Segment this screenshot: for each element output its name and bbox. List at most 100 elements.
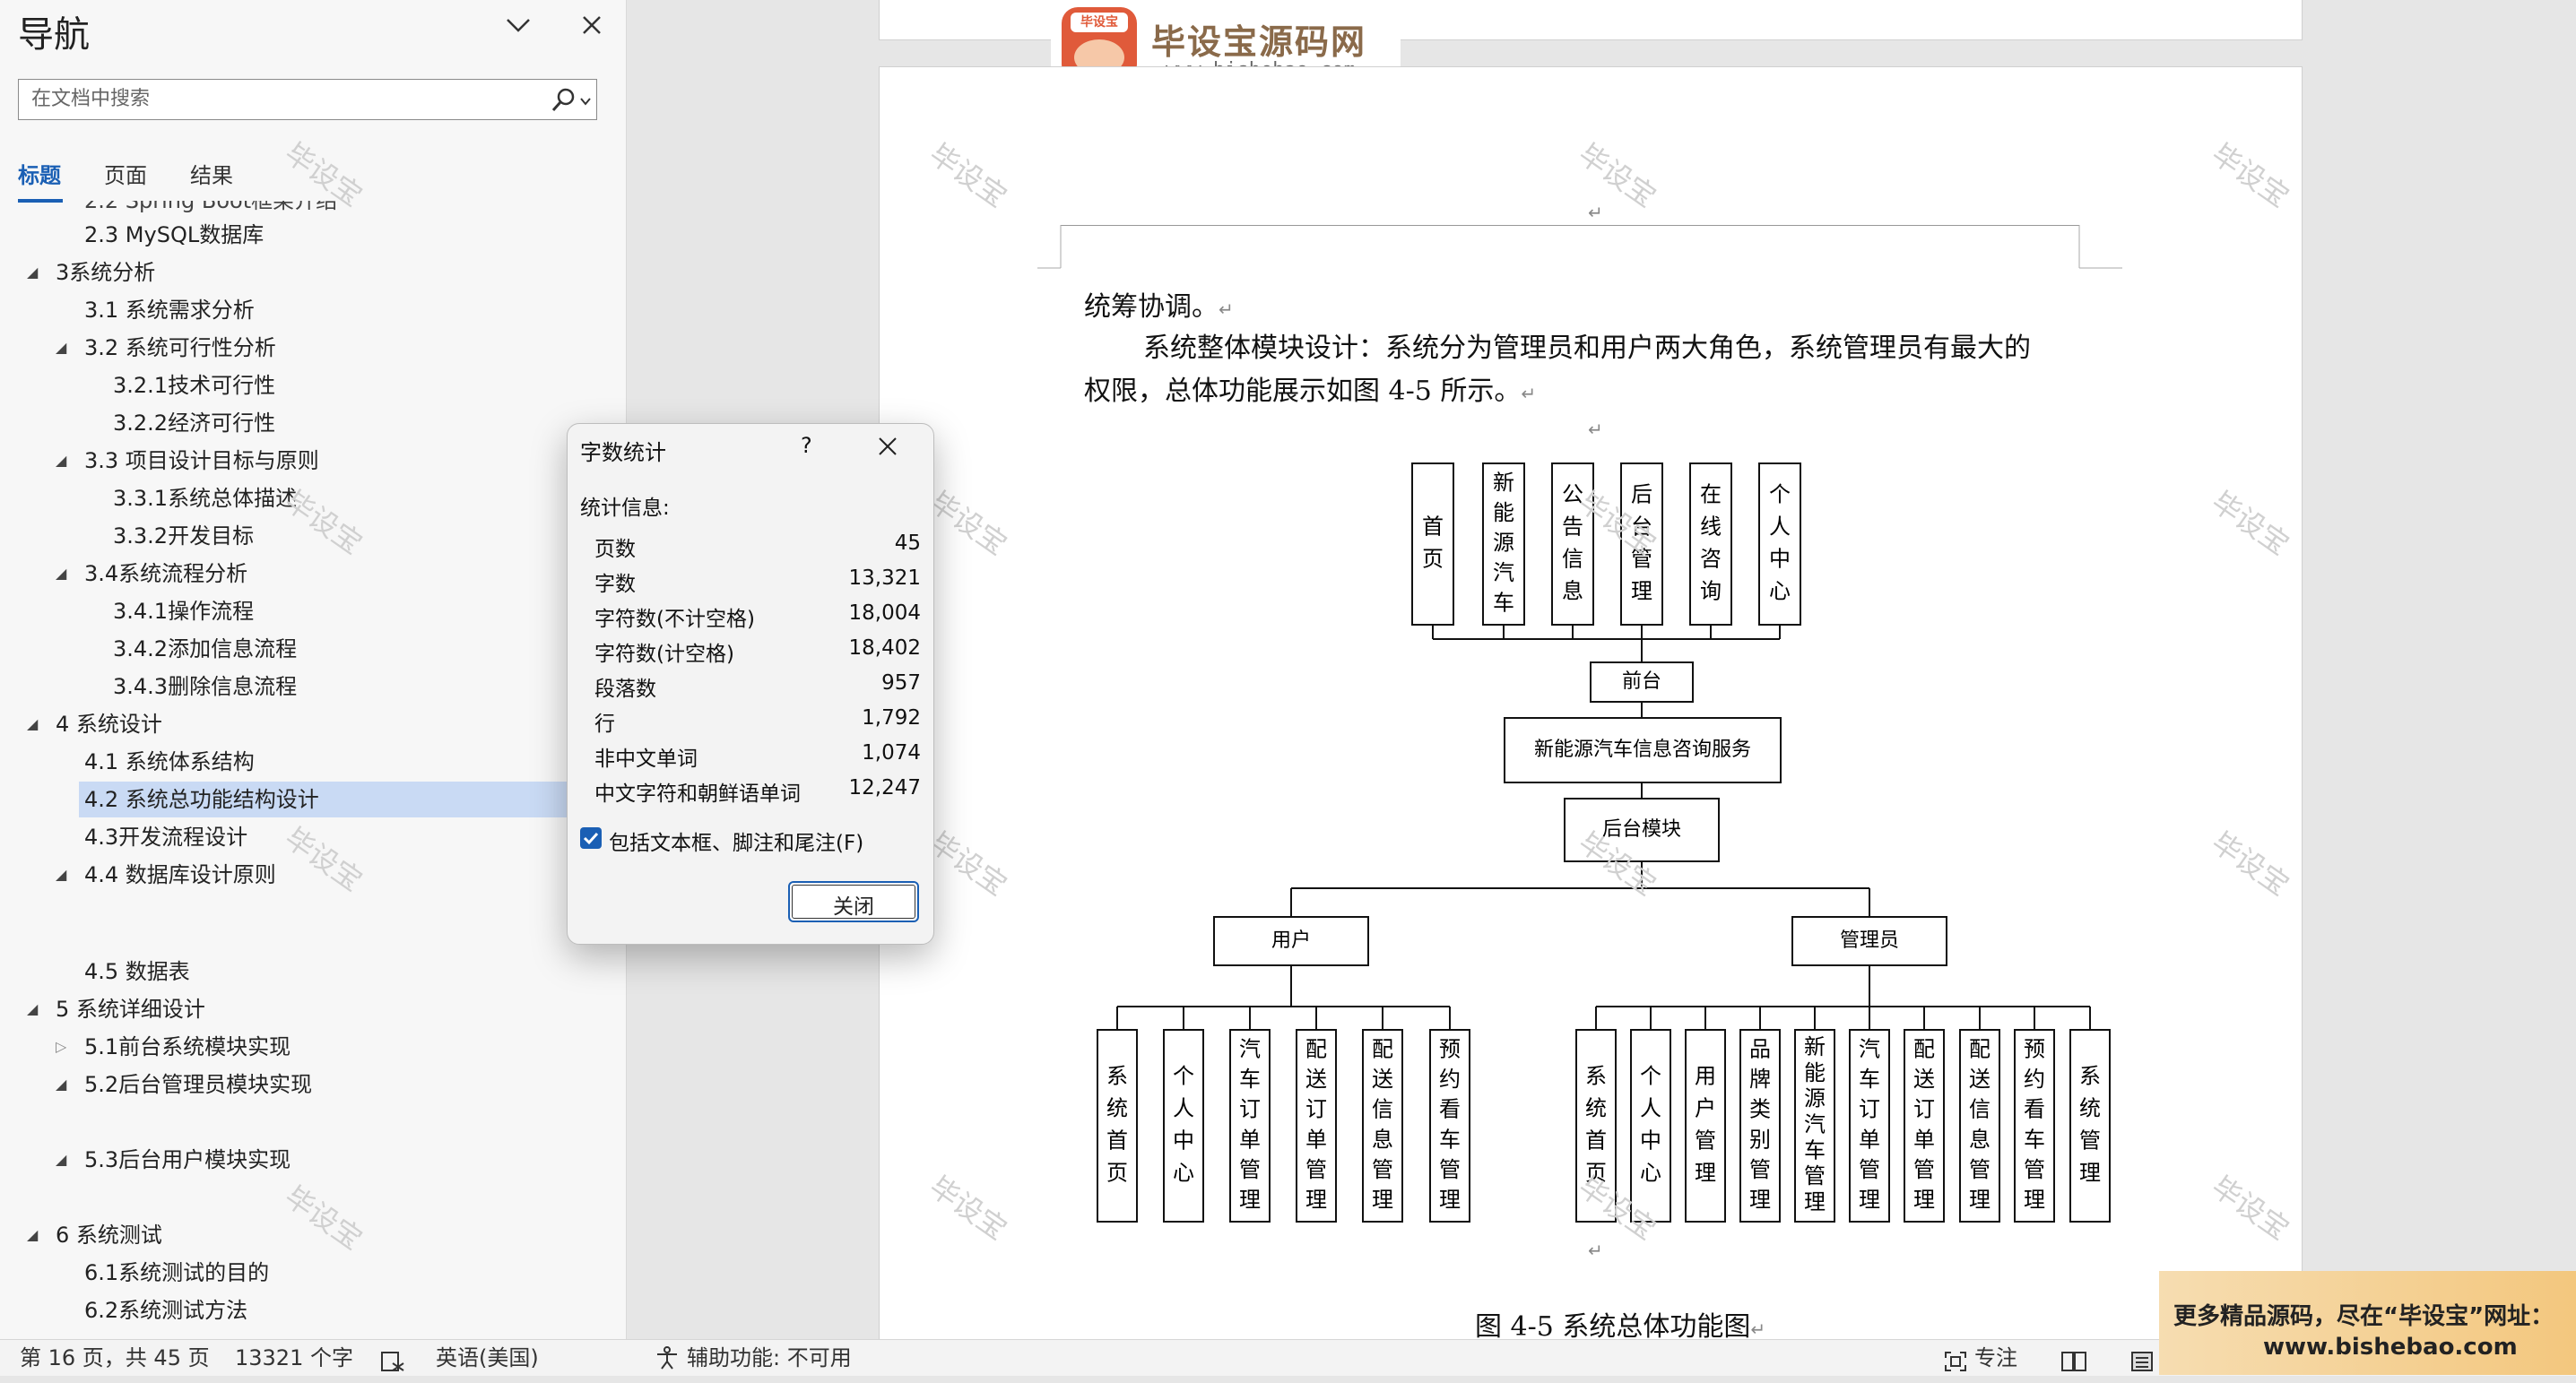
logo-name: 毕设宝源码网 xyxy=(1151,22,1367,62)
tree-item[interactable]: 3.2 系统可行性分析 xyxy=(84,335,276,360)
promo-banner[interactable]: 更多精品源码，尽在“毕设宝”网址： www.bishebao.com xyxy=(2159,1271,2576,1375)
top-module-label: 首页 xyxy=(1422,514,1444,572)
focus-mode[interactable]: 专注 xyxy=(1974,1345,2017,1370)
nav-search-box[interactable] xyxy=(18,79,597,120)
top-module-box xyxy=(1620,462,1663,626)
svg-text:息: 息 xyxy=(1562,579,1583,604)
tree-item[interactable]: 2.3 MySQL数据库 xyxy=(84,222,265,247)
svg-text:单: 单 xyxy=(1305,1127,1327,1152)
tree-item[interactable]: 6 系统测试 xyxy=(56,1223,162,1248)
tree-item[interactable]: 3.4系统流程分析 xyxy=(84,561,248,586)
tab-pages[interactable]: 页面 xyxy=(104,163,147,188)
nav-search-input[interactable] xyxy=(30,87,553,111)
svg-text:理: 理 xyxy=(1859,1188,1880,1213)
tree-item[interactable]: 3.3.2开发目标 xyxy=(113,523,255,549)
tree-item[interactable]: 3.3 项目设计目标与原则 xyxy=(84,448,319,473)
dialog-close-icon[interactable] xyxy=(878,437,898,460)
tree-item-selected[interactable]: 4.2 系统总功能结构设计 xyxy=(79,782,568,817)
paragraph[interactable]: 统筹协调。↵ xyxy=(1084,291,1234,323)
stat-value: 957 xyxy=(881,671,921,695)
print-layout-icon[interactable] xyxy=(2130,1347,2154,1383)
paragraph-line[interactable]: 系统整体模块设计：系统分为管理员和用户两大角色，系统管理员有最大的 xyxy=(1143,333,2031,364)
collapse-triangle-icon[interactable]: ◢ xyxy=(56,1151,67,1168)
svg-text:理: 理 xyxy=(1305,1188,1327,1213)
collapse-triangle-icon[interactable]: ◢ xyxy=(56,339,67,356)
tree-item[interactable]: 3系统分析 xyxy=(56,260,156,285)
paragraph-line[interactable]: 权限，总体功能展示如图 4-5 所示。↵ xyxy=(1084,376,1537,407)
tree-item[interactable]: 3.2.1技术可行性 xyxy=(113,373,276,398)
tree-item[interactable]: 6.2系统测试方法 xyxy=(84,1298,248,1323)
collapse-triangle-icon[interactable]: ◢ xyxy=(27,264,39,281)
tree-item[interactable]: 2.2 Spring Boot框架介绍 xyxy=(84,201,338,213)
collapse-triangle-icon[interactable]: ◢ xyxy=(27,715,39,732)
figure-caption[interactable]: 图 4-5 系统总体功能图↵ xyxy=(1475,1311,1766,1341)
user-module-box xyxy=(1229,1029,1271,1223)
expand-triangle-icon[interactable]: ▷ xyxy=(56,1038,67,1055)
tree-item[interactable]: 6.1系统测试的目的 xyxy=(84,1260,270,1285)
nav-close-icon[interactable] xyxy=(572,5,611,45)
search-icon[interactable] xyxy=(551,87,577,116)
nav-options-chevron-icon[interactable] xyxy=(499,5,538,45)
dialog-help-button[interactable]: ? xyxy=(801,433,812,458)
include-textboxes-label[interactable]: 包括文本框、脚注和尾注(F) xyxy=(609,832,864,855)
logo-badge: 毕设宝 xyxy=(1071,13,1128,32)
tree-item[interactable]: 4.4 数据库设计原则 xyxy=(84,862,276,887)
language[interactable]: 英语(美国) xyxy=(436,1345,539,1370)
search-dropdown-chevron-icon[interactable] xyxy=(580,92,591,109)
tree-item[interactable]: 3.4.2添加信息流程 xyxy=(113,636,298,661)
tree-item[interactable]: 4.5 数据表 xyxy=(84,959,190,984)
tree-item[interactable]: 4.1 系统体系结构 xyxy=(84,749,255,774)
svg-text:统: 统 xyxy=(1106,1096,1128,1121)
svg-text:预: 预 xyxy=(2024,1036,2045,1061)
svg-text:送: 送 xyxy=(1305,1067,1327,1092)
svg-text:源: 源 xyxy=(1804,1086,1826,1111)
admin-module-box xyxy=(2069,1029,2111,1223)
svg-text:管: 管 xyxy=(2079,1128,2101,1154)
collapse-triangle-icon[interactable]: ◢ xyxy=(27,1000,39,1017)
svg-text:个: 个 xyxy=(1769,482,1791,507)
tab-headings[interactable]: 标题 xyxy=(18,163,61,188)
svg-text:约: 约 xyxy=(2024,1067,2045,1092)
proofing-icon[interactable] xyxy=(380,1347,405,1383)
collapse-triangle-icon[interactable]: ◢ xyxy=(56,1076,67,1093)
tab-results[interactable]: 结果 xyxy=(190,163,233,188)
tree-item[interactable]: 3.1 系统需求分析 xyxy=(84,298,255,323)
svg-text:页: 页 xyxy=(1106,1161,1128,1186)
tree-item[interactable]: 4 系统设计 xyxy=(56,712,162,737)
tree-item[interactable]: 5.1前台系统模块实现 xyxy=(84,1034,291,1059)
tree-item[interactable]: 5.3后台用户模块实现 xyxy=(84,1147,291,1172)
svg-text:中: 中 xyxy=(1640,1128,1661,1154)
svg-text:送: 送 xyxy=(1372,1067,1393,1092)
read-mode-icon[interactable] xyxy=(2060,1347,2087,1383)
svg-text:人: 人 xyxy=(1769,514,1791,540)
close-button[interactable]: 关闭 xyxy=(788,881,919,922)
svg-text:送: 送 xyxy=(1969,1067,1991,1092)
admin-module-box xyxy=(1794,1029,1835,1223)
user-module-box xyxy=(1163,1029,1204,1223)
include-textboxes-checkbox[interactable] xyxy=(580,827,602,849)
collapse-triangle-icon[interactable]: ◢ xyxy=(56,565,67,582)
accessibility-icon[interactable] xyxy=(655,1345,681,1381)
tree-item[interactable]: 3.2.2经济可行性 xyxy=(113,411,276,436)
tree-item[interactable]: 3.4.1操作流程 xyxy=(113,599,255,624)
accessibility-status[interactable]: 辅助功能: 不可用 xyxy=(687,1345,852,1370)
page-count[interactable]: 第 16 页，共 45 页 xyxy=(20,1345,210,1370)
system-function-diagram[interactable]: 首页新能源汽车公告信息后台管理在线咨询个人中心前台新能源汽车信息咨询服务后台模块… xyxy=(880,67,2302,1340)
tree-item[interactable]: 5.2后台管理员模块实现 xyxy=(84,1072,313,1097)
tree-item[interactable]: 3.4.3删除信息流程 xyxy=(113,674,298,699)
svg-text:新: 新 xyxy=(1493,470,1514,495)
svg-text:首: 首 xyxy=(1106,1128,1128,1154)
collapse-triangle-icon[interactable]: ◢ xyxy=(56,866,67,883)
word-count[interactable]: 13321 个字 xyxy=(235,1345,353,1370)
focus-icon[interactable] xyxy=(1944,1347,1967,1383)
collapse-triangle-icon[interactable]: ◢ xyxy=(27,1226,39,1243)
collapse-triangle-icon[interactable]: ◢ xyxy=(56,452,67,469)
tree-item[interactable]: 3.3.1系统总体描述 xyxy=(113,486,298,511)
tree-item[interactable]: 5 系统详细设计 xyxy=(56,997,205,1022)
tree-item[interactable]: 4.3开发流程设计 xyxy=(84,825,248,850)
